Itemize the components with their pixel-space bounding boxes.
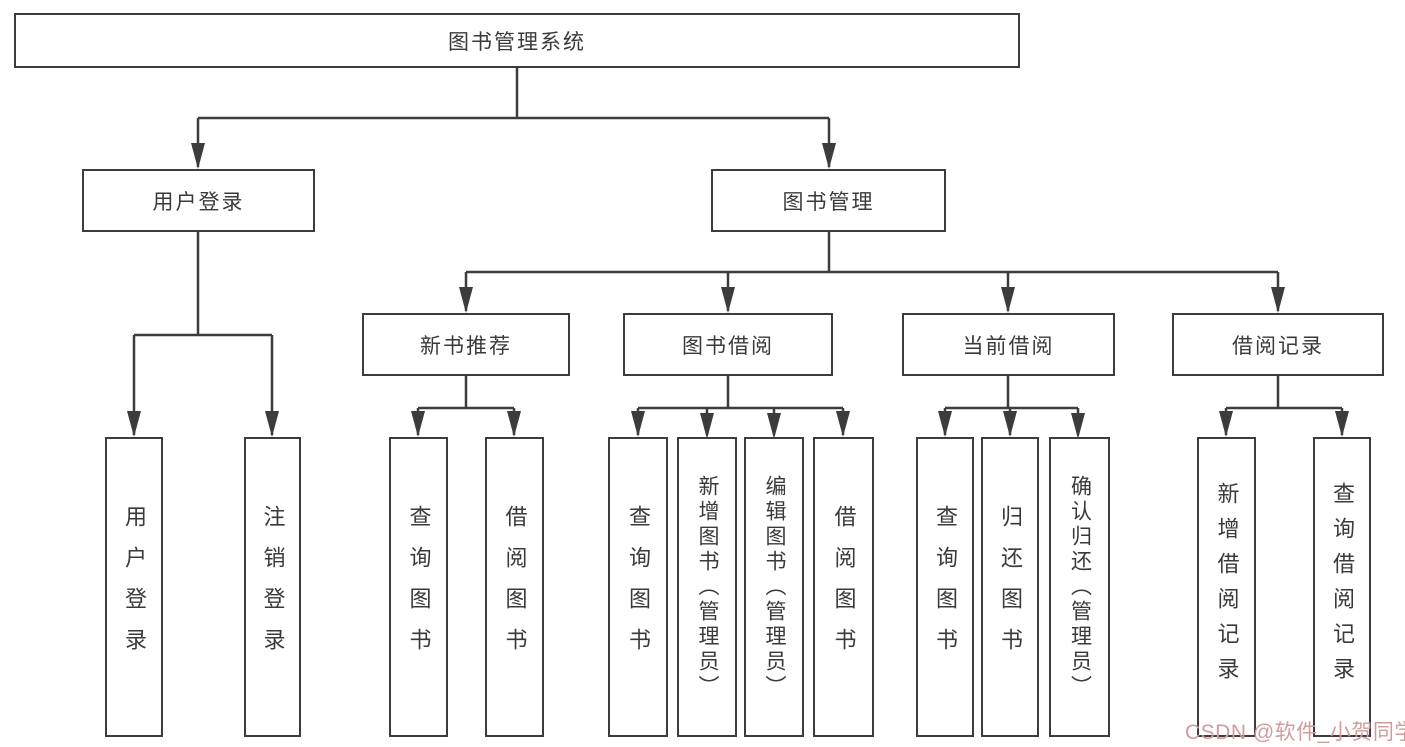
leaf-nb-borrow-book-label: 借阅图书: [502, 505, 528, 669]
connector-strokes: [132, 68, 1344, 435]
node-borrow-records-label: 借阅记录: [1232, 334, 1324, 358]
leaf-user-login: 用户登录: [105, 437, 163, 737]
leaf-rc-add-record: 新增借阅记录: [1197, 437, 1256, 737]
leaf-cu-return-book: 归还图书: [981, 437, 1039, 737]
node-root: 图书管理系统: [14, 13, 1020, 68]
leaf-nb-borrow-book: 借阅图书: [485, 437, 544, 737]
leaf-bw-add-book-admin: 新增图书（管理员）: [677, 437, 737, 737]
leaf-logout-label: 注销登录: [260, 505, 286, 669]
arrowhead: [459, 287, 473, 313]
arrowhead: [938, 411, 952, 437]
node-new-book-recommend: 新书推荐: [362, 313, 570, 376]
arrowhead: [822, 143, 836, 169]
leaf-rc-query-record: 查询借阅记录: [1313, 437, 1371, 737]
leaf-bw-query-book: 查询图书: [608, 437, 668, 737]
node-current-borrow: 当前借阅: [902, 313, 1115, 376]
node-book-borrow-label: 图书借阅: [682, 334, 774, 358]
leaf-bw-query-book-label: 查询图书: [626, 505, 651, 669]
leaf-cu-confirm-return-admin-label: 确认归还（管理员）: [1068, 474, 1092, 700]
arrowhead: [700, 413, 714, 439]
leaf-nb-query-book-label: 查询图书: [406, 505, 432, 669]
arrowheads: [127, 143, 1349, 439]
leaf-rc-add-record-label: 新增借阅记录: [1214, 482, 1240, 692]
arrowhead: [191, 143, 205, 169]
leaf-cu-query-book: 查询图书: [916, 437, 974, 737]
node-book-borrow: 图书借阅: [623, 313, 833, 376]
arrowhead: [1219, 411, 1233, 437]
node-book-mgmt: 图书管理: [711, 169, 946, 232]
leaf-cu-query-book-label: 查询图书: [933, 505, 958, 669]
node-current-borrow-label: 当前借阅: [962, 334, 1055, 358]
leaf-bw-borrow-book-label: 借阅图书: [831, 505, 857, 669]
node-book-mgmt-label: 图书管理: [782, 190, 875, 214]
arrowhead: [411, 411, 425, 437]
arrowhead: [721, 287, 735, 313]
arrowhead: [1003, 411, 1017, 437]
csdn-watermark: CSDN @软件_小贺同学: [1185, 721, 1405, 744]
leaf-cu-return-book-label: 归还图书: [998, 505, 1023, 669]
node-user-login-label: 用户登录: [152, 190, 245, 214]
leaf-logout: 注销登录: [244, 437, 301, 737]
leaf-bw-add-book-admin-label: 新增图书（管理员）: [696, 474, 719, 700]
arrowhead: [507, 411, 521, 437]
arrowhead: [1071, 413, 1085, 439]
leaf-nb-query-book: 查询图书: [389, 437, 448, 737]
leaf-cu-confirm-return-admin: 确认归还（管理员）: [1049, 437, 1110, 737]
arrowhead: [1335, 411, 1349, 437]
leaf-bw-edit-book-admin-label: 编辑图书（管理员）: [763, 474, 786, 700]
node-user-login: 用户登录: [82, 169, 315, 232]
leaf-bw-edit-book-admin: 编辑图书（管理员）: [744, 437, 804, 737]
node-borrow-records: 借阅记录: [1172, 313, 1384, 376]
leaf-bw-borrow-book: 借阅图书: [813, 437, 874, 737]
leaf-user-login-label: 用户登录: [122, 505, 147, 669]
arrowhead: [836, 411, 850, 437]
node-root-label: 图书管理系统: [448, 30, 586, 54]
node-new-book-recommend-label: 新书推荐: [420, 334, 512, 358]
arrowhead: [1001, 287, 1015, 313]
arrowhead: [1271, 287, 1285, 313]
leaf-rc-query-record-label: 查询借阅记录: [1330, 482, 1355, 692]
arrowhead: [631, 411, 645, 437]
arrowhead: [265, 411, 279, 437]
arrowhead: [127, 411, 141, 437]
arrowhead: [767, 413, 781, 439]
